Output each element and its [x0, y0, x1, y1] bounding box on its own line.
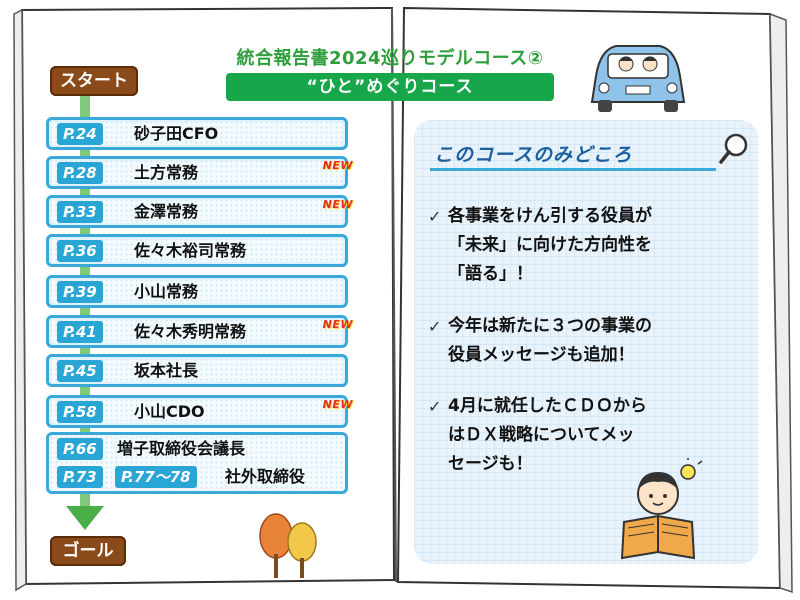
course-item-name: 小山常務 [134, 282, 199, 301]
course-item-name: 佐々木秀明常務 [134, 322, 247, 341]
highlights-title: このコースのみどころ [434, 144, 633, 166]
highlight-point-3: ✓ 4月に就任したＣＤＯから はＤＸ戦略についてメッ セージも！ [428, 392, 748, 479]
page-number-tag: P.28 [57, 162, 103, 184]
highlight-point-2: ✓ 今年は新たに３つの事業の 役員メッセージも追加！ [428, 312, 748, 370]
course-item-p41[interactable]: P.41 佐々木秀明常務 NEW [46, 315, 352, 348]
course-item-p36[interactable]: P.36 佐々木裕司常務 [46, 234, 348, 267]
goal-badge: ゴール [50, 536, 126, 566]
page-number-tag: P.58 [57, 401, 103, 423]
course-item-p45[interactable]: P.45 坂本社長 [46, 354, 348, 387]
page-number-tag: P.36 [57, 240, 103, 262]
new-badge: NEW [322, 398, 353, 411]
course-item-name: 社外取締役 [225, 467, 306, 486]
course-subtitle: “ひと”めぐりコース [226, 73, 554, 101]
new-badge: NEW [322, 198, 353, 211]
page-number-tag: P.66 [57, 438, 103, 460]
course-item-p39[interactable]: P.39 小山常務 [46, 275, 348, 308]
car-icon [590, 45, 686, 112]
page-number-tag: P.45 [57, 360, 103, 382]
course-item-p33[interactable]: P.33 金澤常務 NEW [46, 195, 352, 228]
page-number-tag: P.24 [57, 123, 103, 145]
start-badge: スタート [50, 66, 138, 96]
course-item-name: 砂子田CFO [134, 124, 219, 143]
page-number-tag: P.41 [57, 321, 103, 343]
check-icon: ✓ [428, 207, 442, 226]
highlight-point-1: ✓ 各事業をけん引する役員が 「未来」に向けた方向性を 「語る」！ [428, 202, 748, 289]
page-number-tag: P.33 [57, 201, 103, 223]
new-badge: NEW [322, 318, 353, 331]
course-item-name: 小山CDO [134, 402, 205, 421]
highlights-title-underline [430, 168, 716, 171]
page-number-tag: P.73 [57, 466, 103, 488]
new-badge: NEW [322, 159, 353, 172]
page-number-tag: P.39 [57, 281, 103, 303]
highlights-panel [414, 120, 758, 564]
reading-boy-icon [620, 458, 703, 560]
check-icon: ✓ [428, 397, 442, 416]
course-item-name: 佐々木裕司常務 [134, 241, 247, 260]
course-item-name: 土方常務 [134, 163, 199, 182]
course-item-final[interactable]: P.66 増子取締役会議長 P.73 P.77〜78 社外取締役 [46, 432, 348, 494]
course-item-name: 坂本社長 [134, 361, 199, 380]
course-item-name: 金澤常務 [134, 202, 199, 221]
page-number-tag: P.77〜78 [115, 466, 197, 488]
course-item-p24[interactable]: P.24 砂子田CFO [46, 117, 348, 150]
trees-icon [259, 513, 317, 578]
course-item-p58[interactable]: P.58 小山CDO NEW [46, 395, 352, 428]
magnifier-icon [719, 133, 748, 164]
check-icon: ✓ [428, 317, 442, 336]
arrow-down-icon [66, 506, 104, 530]
course-item-p28[interactable]: P.28 土方常務 NEW [46, 156, 352, 189]
course-item-name: 増子取締役会議長 [117, 439, 246, 458]
page-title: 統合報告書2024巡りモデルコース② [236, 48, 544, 69]
